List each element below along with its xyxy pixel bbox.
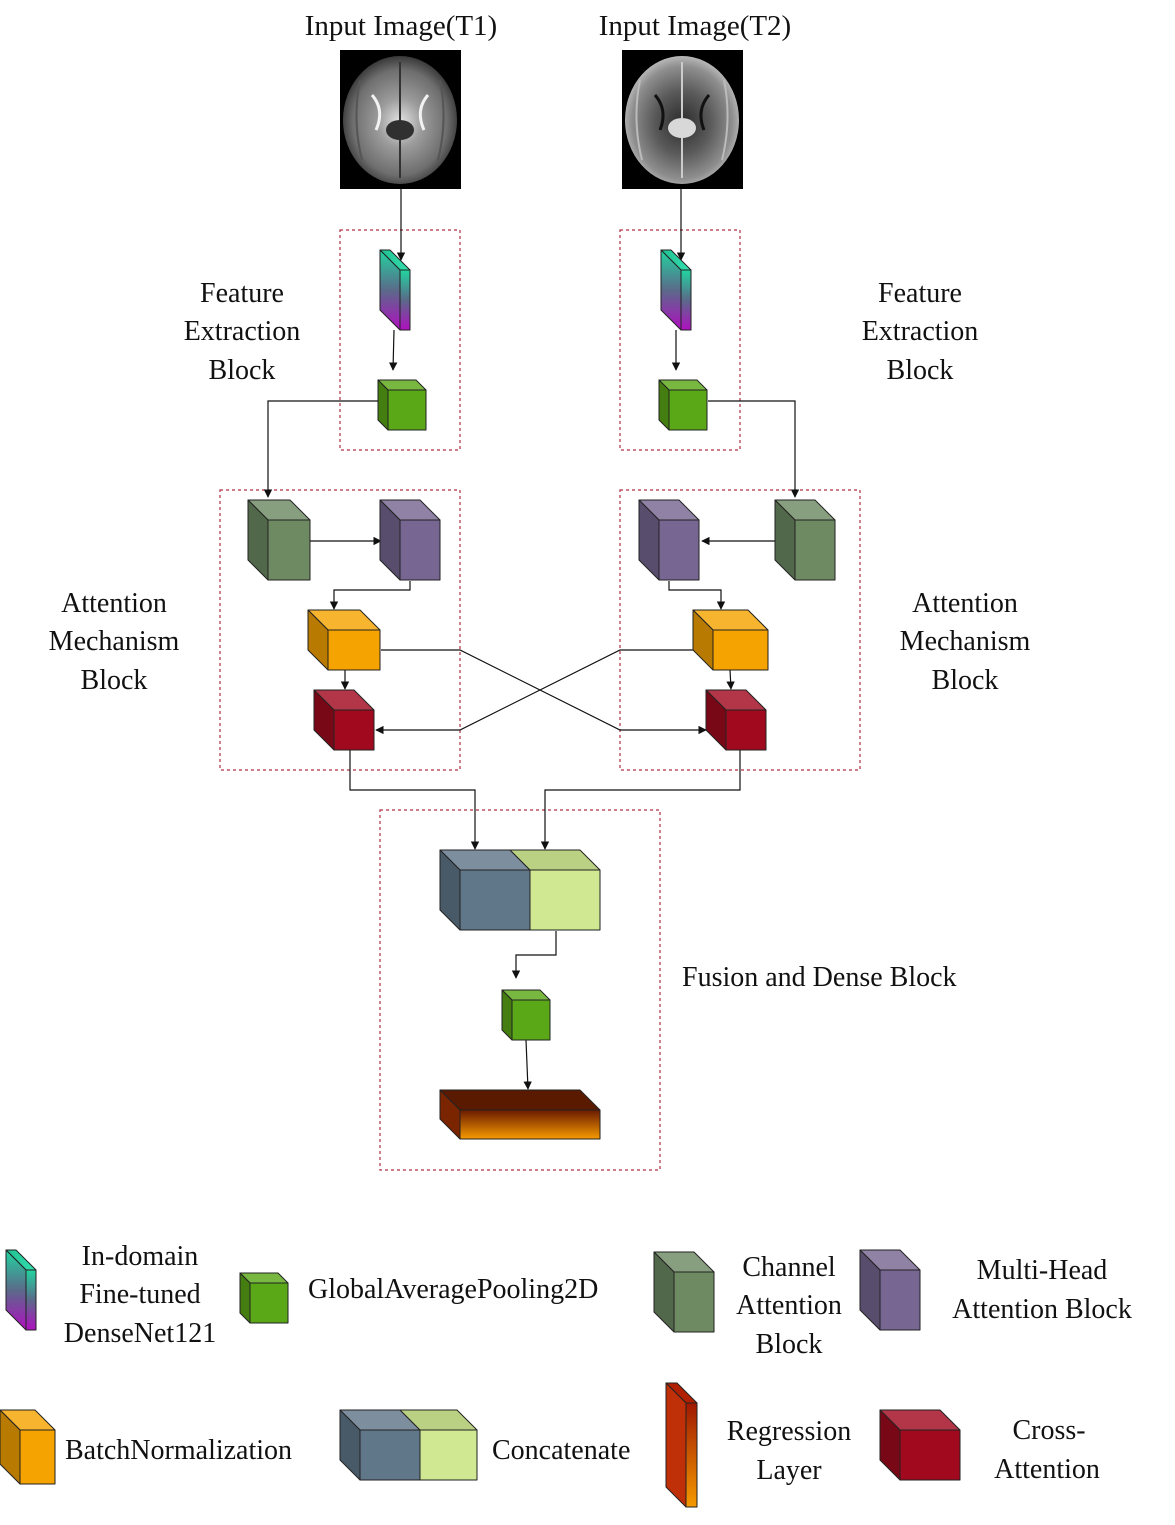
feature-block-right-outline <box>619 229 741 451</box>
feature-left-line-2: Extraction <box>184 316 301 347</box>
input-t1-title: Input Image(T1) <box>305 10 497 42</box>
batchnorm-icon-left <box>307 609 381 671</box>
legend-gap-icon <box>239 1272 289 1324</box>
cross-attention-icon-left <box>313 689 375 751</box>
attention-block-right-outline <box>619 489 861 771</box>
attention-label-left: Attention Mechanism Block <box>49 588 180 696</box>
concatenate-icon-fusion <box>439 849 601 931</box>
feature-block-left-outline <box>339 229 461 451</box>
arrow-mha-to-bn-right <box>668 581 726 610</box>
mha-icon-right <box>638 499 700 581</box>
legend-channel-line-3: Block <box>756 1329 823 1360</box>
batchnorm-icon-right <box>692 609 769 671</box>
legend-densenet-line-1: In-domain <box>82 1241 199 1272</box>
legend-densenet-line-2: Fine-tuned <box>79 1279 200 1310</box>
attention-right-line-3: Block <box>932 665 999 696</box>
arrow-ca-right-to-concat <box>540 750 741 850</box>
legend-concatenate-label: Concatenate <box>492 1435 630 1466</box>
block-outlines <box>219 229 861 1171</box>
densenet-icon-right <box>660 249 692 331</box>
input-image-t2 <box>622 50 743 189</box>
legend: In-domain Fine-tuned DenseNet121 GlobalA… <box>64 1241 1132 1486</box>
legend-cross-attention-line-2: Attention <box>994 1454 1100 1485</box>
arrow-bn-left-to-ca-right <box>381 649 707 735</box>
feature-right-line-2: Extraction <box>862 316 979 347</box>
legend-regression-icon <box>665 1382 698 1508</box>
feature-right-line-1: Feature <box>878 278 962 309</box>
legend-densenet-icon <box>5 1249 37 1331</box>
arrow-gap-to-channel-right <box>708 400 800 498</box>
arrow-bn-to-ca-right <box>726 669 735 690</box>
feature-left-line-1: Feature <box>200 278 284 309</box>
connectors <box>263 189 800 1090</box>
input-image-t1 <box>340 50 461 189</box>
legend-mha-line-2: Attention Block <box>952 1294 1132 1325</box>
legend-mha-icon <box>859 1249 921 1331</box>
attention-block-left-outline <box>219 489 461 771</box>
arrow-mha-to-bn-left <box>329 581 411 610</box>
feature-label-right: Feature Extraction Block <box>862 278 979 386</box>
attention-left-line-3: Block <box>81 665 148 696</box>
legend-densenet-line-3: DenseNet121 <box>64 1318 216 1349</box>
arrow-densenet-to-gap-left <box>388 329 398 371</box>
legend-gap-label: GlobalAveragePooling2D <box>308 1274 598 1305</box>
arrow-ca-left-to-concat <box>349 750 480 850</box>
feature-label-left: Feature Extraction Block <box>184 278 301 386</box>
legend-mha-line-1: Multi-Head <box>977 1255 1108 1286</box>
gap-icon-right <box>658 379 708 431</box>
arrow-gap-to-regression <box>523 1039 532 1090</box>
input-t2-title: Input Image(T2) <box>599 10 791 42</box>
fusion-block-outline <box>379 809 661 1171</box>
legend-concatenate-icon <box>339 1409 478 1481</box>
regression-layer-icon-fusion <box>439 1089 601 1140</box>
legend-batchnorm-icon <box>0 1409 56 1485</box>
channel-attention-icon-right <box>774 499 836 581</box>
attention-right-line-2: Mechanism <box>900 626 1031 657</box>
legend-regression-line-2: Layer <box>756 1455 822 1486</box>
gap-icon-left <box>377 379 427 431</box>
legend-channel-line-1: Channel <box>742 1252 836 1283</box>
legend-cross-attention-icon <box>879 1409 961 1481</box>
fusion-label: Fusion and Dense Block <box>682 962 957 993</box>
legend-channel-line-2: Attention <box>736 1290 842 1321</box>
legend-regression-line-1: Regression <box>727 1416 851 1447</box>
attention-left-line-1: Attention <box>61 588 167 619</box>
arrow-gap-to-channel-left <box>263 400 378 498</box>
attention-right-line-1: Attention <box>912 588 1018 619</box>
feature-left-line-3: Block <box>209 355 276 386</box>
feature-right-line-3: Block <box>887 355 954 386</box>
arrow-concat-to-gap <box>511 931 557 979</box>
cross-attention-icon-right <box>705 689 767 751</box>
legend-batchnorm-label: BatchNormalization <box>65 1435 292 1466</box>
mha-icon-left <box>379 499 441 581</box>
densenet-icon-left <box>379 249 411 331</box>
channel-attention-icon-left <box>247 499 311 581</box>
gap-icon-fusion <box>501 989 551 1041</box>
shapes-layer <box>0 249 961 1508</box>
attention-label-right: Attention Mechanism Block <box>900 588 1031 696</box>
arrow-bn-right-to-ca-left <box>375 649 693 735</box>
legend-cross-attention-line-1: Cross- <box>1012 1415 1085 1446</box>
legend-channel-attention-icon <box>653 1251 715 1333</box>
attention-left-line-2: Mechanism <box>49 626 180 657</box>
